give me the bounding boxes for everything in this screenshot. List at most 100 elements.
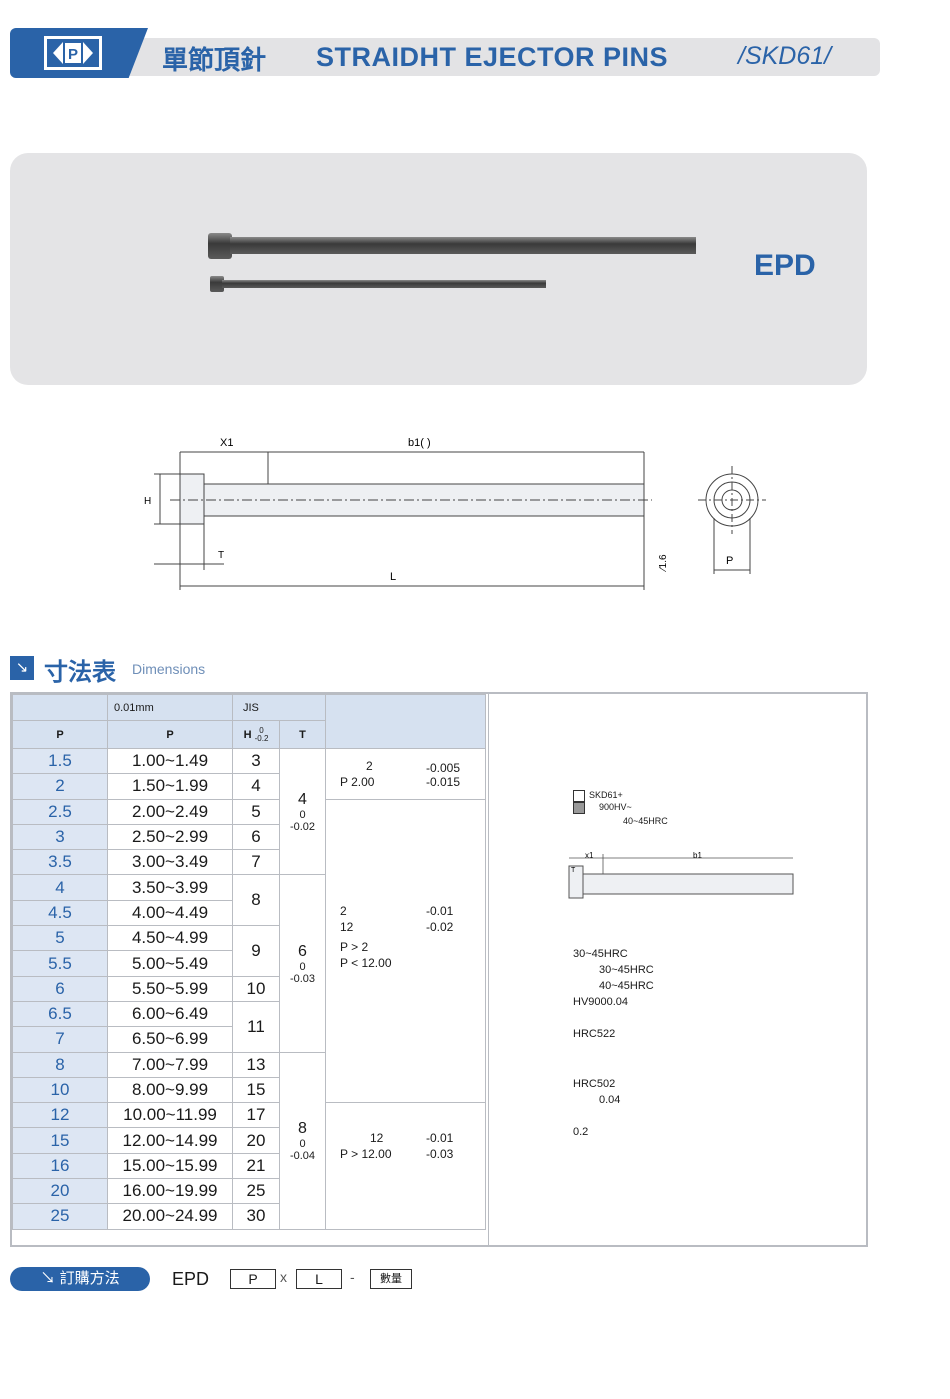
range-cell: 4.00~4.49	[107, 899, 233, 927]
range-cell: 1.50~1.99	[107, 773, 233, 800]
pin-detail-sketch: x1 b1 T	[568, 852, 794, 899]
p-cell: 3.5	[12, 849, 108, 876]
tolerance-block-3: 12 P > 12.00 -0.01 -0.03	[325, 1102, 486, 1230]
order-field-p: P	[230, 1269, 276, 1289]
range-cell: 5.50~5.99	[107, 975, 233, 1002]
tol-line: -0.01	[426, 903, 454, 918]
header-h-tol-top: 0	[259, 725, 264, 735]
tol-line: 2	[340, 903, 347, 918]
range-cell: 15.00~15.99	[107, 1152, 233, 1180]
p-cell: 4	[12, 874, 108, 901]
t-tol-bot: -0.02	[289, 820, 316, 833]
label-t: T	[218, 550, 224, 561]
tol-line: 2	[366, 759, 373, 773]
t-tol-top: 0	[299, 808, 306, 821]
h-cell: 17	[232, 1102, 280, 1129]
logo-mark-icon: P	[44, 36, 102, 70]
dimensions-title-zh: 寸法表	[44, 659, 116, 686]
brand-logo: P	[10, 28, 148, 78]
h-cell: 7	[232, 849, 280, 876]
page-header: P 單節頂針 STRAIDHT EJECTOR PINS /SKD61/	[10, 28, 880, 78]
p-cell: 20	[12, 1178, 108, 1205]
order-code: EPD	[172, 1269, 210, 1289]
note-line: 30~45HRC	[599, 964, 654, 976]
h-cell: 20	[232, 1127, 280, 1154]
p-cell: 6	[12, 975, 108, 1002]
note-line: 0.04	[599, 1094, 621, 1106]
t-tol-top: 0	[299, 960, 306, 973]
p-cell: 3	[12, 823, 108, 851]
note-material: 900HV~	[599, 802, 632, 812]
order-method-button[interactable]: ↘ 訂購方法	[10, 1267, 150, 1291]
label-h: H	[144, 496, 151, 507]
range-cell: 2.50~2.99	[107, 823, 233, 851]
h-cell: 8	[232, 874, 280, 927]
range-cell: 7.00~7.99	[107, 1051, 233, 1078]
tolerance-block-2: 2 12 P > 2 P < 12.00 -0.01 -0.02	[325, 798, 486, 1104]
sketch-label: x1	[585, 852, 594, 860]
note-line: HV9000.04	[573, 996, 629, 1008]
tol-line: 12	[340, 919, 354, 934]
t-value: 8	[298, 1119, 307, 1137]
p-cell: 1.5	[12, 747, 108, 775]
header-t: T	[279, 720, 326, 749]
tol-line: -0.005	[426, 761, 461, 775]
p-cell: 8	[12, 1051, 108, 1078]
order-times: x	[280, 1269, 287, 1285]
tol-line: P < 12.00	[340, 955, 392, 970]
h-cell: 25	[232, 1178, 280, 1205]
header-p-range: P	[107, 720, 233, 749]
t-value: 4	[298, 790, 307, 808]
h-cell: 21	[232, 1152, 280, 1180]
p-cell: 5.5	[12, 950, 108, 977]
arrow-box-icon: ↘	[10, 656, 34, 680]
t-tol-top: 0	[299, 1137, 306, 1150]
h-cell: 3	[232, 747, 280, 775]
p-cell: 4.5	[12, 899, 108, 927]
range-cell: 8.00~9.99	[107, 1076, 233, 1104]
sketch-label: T	[571, 867, 576, 874]
header-tolerance	[325, 694, 486, 749]
label-p: P	[726, 555, 733, 567]
order-method-label: 訂購方法	[59, 1270, 120, 1287]
range-cell: 6.00~6.49	[107, 1000, 233, 1028]
order-dash: -	[350, 1269, 355, 1285]
technical-drawing: X1 b1( ) H T L P ∕1.6	[144, 437, 766, 590]
specification-notes: SKD61+ 900HV~ 40~45HRC x1 b1 T 30~45HRC …	[488, 694, 869, 1245]
range-cell: 3.00~3.49	[107, 849, 233, 876]
note-line: 30~45HRC	[573, 948, 628, 960]
range-cell: 1.00~1.49	[107, 747, 233, 775]
tol-line: -0.03	[426, 1147, 454, 1162]
p-cell: 5	[12, 925, 108, 952]
product-code-label: EPD	[754, 249, 816, 282]
p-cell: 16	[12, 1152, 108, 1180]
h-cell: 30	[232, 1203, 280, 1230]
title-chinese: 單節頂針	[162, 45, 267, 75]
tol-line: 12	[370, 1131, 384, 1146]
product-photo-panel: EPD	[10, 153, 867, 385]
tol-line: -0.01	[426, 1131, 454, 1146]
square-filled-icon	[573, 802, 585, 814]
h-cell: 11	[232, 1000, 280, 1053]
p-cell: 10	[12, 1076, 108, 1104]
header-h-label: H	[243, 728, 252, 741]
header-h: H 0 -0.2	[232, 720, 280, 749]
dimensions-title-en: Dimensions	[132, 661, 206, 677]
order-field-qty: 數量	[370, 1269, 412, 1289]
tol-line: P > 2	[340, 939, 369, 954]
range-cell: 20.00~24.99	[107, 1203, 233, 1230]
p-cell: 7	[12, 1026, 108, 1053]
h-cell: 13	[232, 1051, 280, 1078]
range-cell: 16.00~19.99	[107, 1178, 233, 1205]
h-cell: 9	[232, 925, 280, 977]
label-x1: X1	[220, 437, 233, 449]
label-l: L	[390, 571, 396, 583]
header-p: P	[12, 720, 108, 749]
range-cell: 2.00~2.49	[107, 798, 233, 825]
material-code: /SKD61/	[738, 42, 832, 70]
h-cell: 6	[232, 823, 280, 851]
note-line: 40~45HRC	[599, 980, 654, 992]
